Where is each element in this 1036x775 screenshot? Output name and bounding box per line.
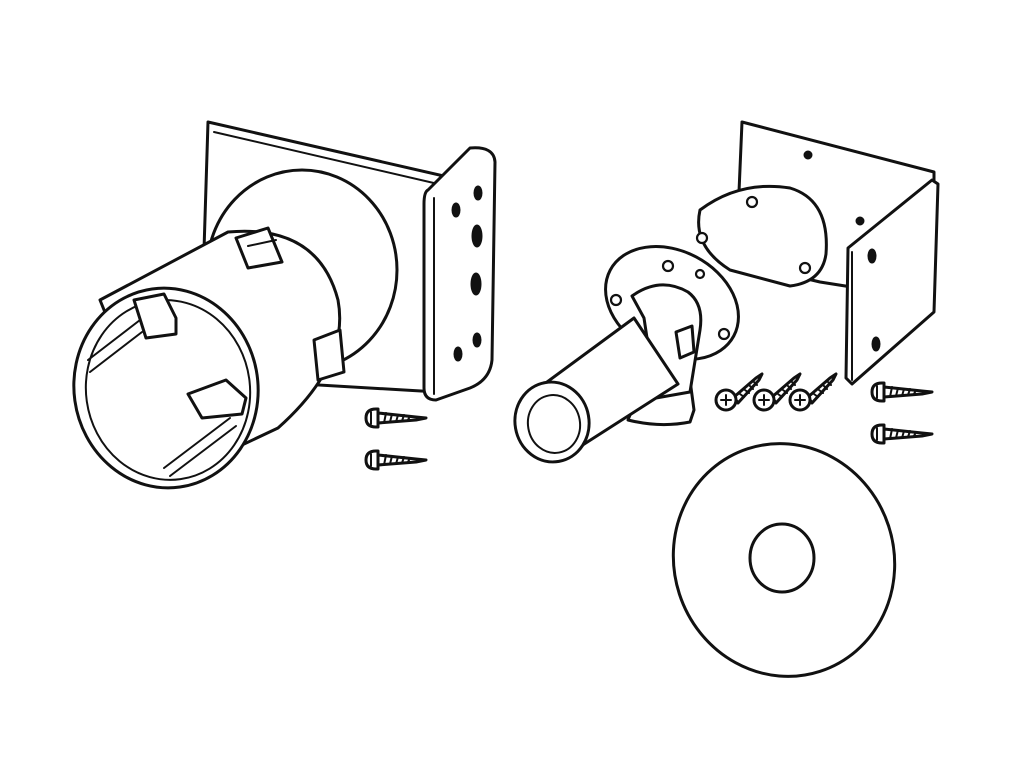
wood-screw (870, 423, 934, 445)
left-screw-group (364, 407, 428, 471)
flange-hole (695, 231, 709, 245)
bracket-hole (472, 332, 482, 348)
right-screw-group (870, 381, 934, 445)
right-mounting-bracket (695, 120, 940, 386)
middle-screw-group (714, 372, 838, 412)
round-gasket (671, 442, 897, 678)
wood-screw (364, 407, 428, 429)
bracket-hole (855, 216, 865, 226)
flange-hole (717, 327, 731, 341)
wood-screw (364, 449, 428, 471)
cylindrical-sleeve (72, 226, 346, 490)
bracket-hole (470, 272, 482, 296)
flange-hole (609, 293, 623, 307)
bracket-hole (803, 150, 813, 160)
wood-screw (870, 381, 934, 403)
bracket-hole (453, 346, 463, 362)
pipe-elbow-assembly (513, 245, 740, 464)
bracket-hole (451, 202, 461, 218)
flange-hole (745, 195, 759, 209)
flange-hole (661, 259, 675, 273)
flange-hole (798, 261, 812, 275)
flange-hole (694, 268, 706, 280)
bracket-hole (867, 248, 877, 264)
bracket-hole (471, 224, 483, 248)
bracket-hole (473, 185, 483, 201)
bracket-hole (871, 336, 881, 352)
